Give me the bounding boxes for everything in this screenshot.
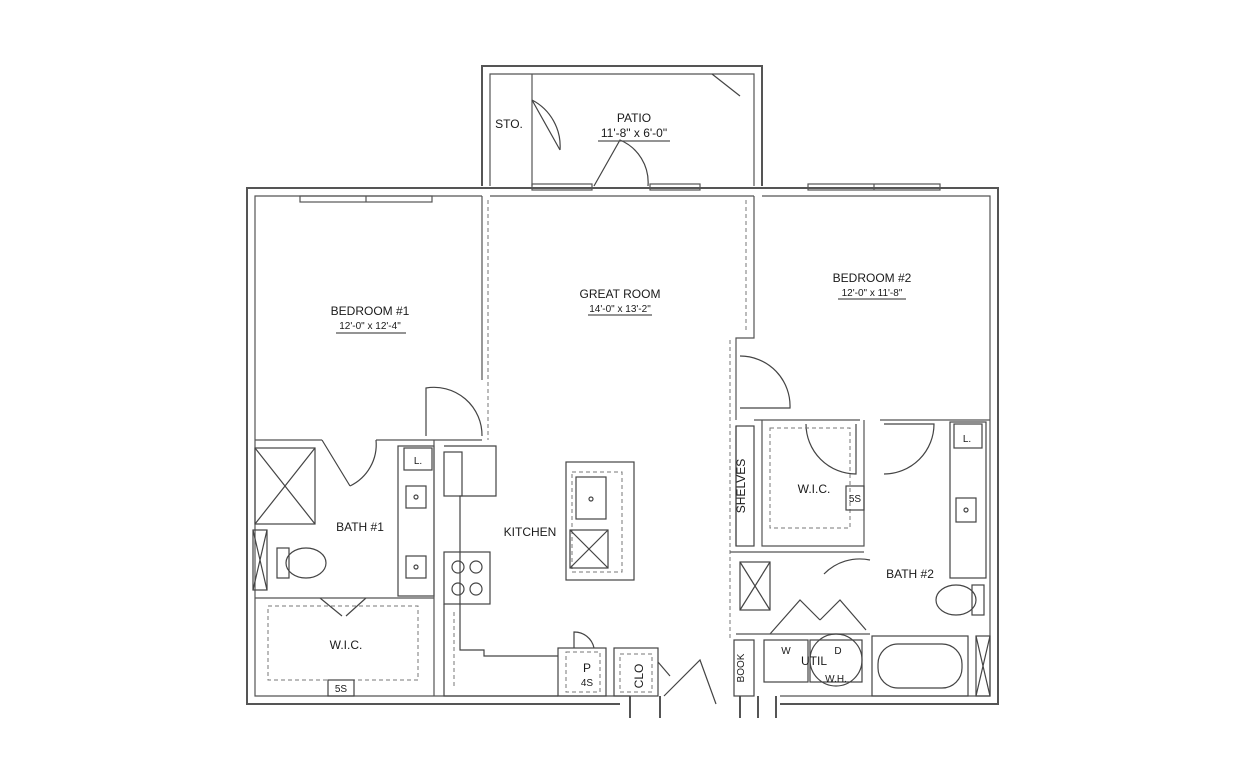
- bedroom-2: BEDROOM #2 12'-0" x 11'-8": [754, 271, 990, 475]
- bedroom-1-label: BEDROOM #1: [331, 304, 410, 318]
- linen-2-tag: L.: [963, 434, 971, 445]
- bookcase-label: BOOK: [736, 653, 747, 682]
- pantry-and-closet: P 4S CLO: [557, 631, 717, 705]
- wic-2: W.I.C. 5S: [761, 420, 865, 547]
- patio-label: PATIO: [617, 111, 651, 125]
- utility-label: UTIL: [801, 654, 827, 668]
- patio: PATIO 11'-8" x 6'-0" STO.: [495, 73, 741, 187]
- bedroom-2-dimensions: 12'-0" x 11'-8": [842, 288, 903, 299]
- exterior-walls: [246, 65, 999, 718]
- bath-1-label: BATH #1: [336, 520, 384, 534]
- wic-1: W.I.C. 5S: [255, 440, 435, 697]
- shelves-label: SHELVES: [734, 459, 748, 513]
- bedroom-1: BEDROOM #1 12'-0" x 12'-4": [255, 196, 489, 487]
- pantry-label: P: [583, 661, 591, 675]
- bath-1: L. BATH #1: [252, 445, 435, 617]
- pantry-shelf-tag: 4S: [581, 678, 594, 689]
- washer-tag: W: [781, 646, 791, 657]
- wic-2-label: W.I.C.: [798, 482, 831, 496]
- shelves: SHELVES: [729, 340, 755, 640]
- great-room: GREAT ROOM 14'-0" x 13'-2": [580, 196, 791, 420]
- great-room-label: GREAT ROOM: [580, 287, 661, 301]
- wic-1-label: W.I.C.: [330, 638, 363, 652]
- bath-2-label: BATH #2: [886, 567, 934, 581]
- windows: [299, 183, 941, 203]
- wic-1-shelf-tag: 5S: [335, 684, 348, 695]
- storage-label: STO.: [495, 117, 523, 131]
- kitchen-label: KITCHEN: [504, 525, 557, 539]
- bedroom-2-label: BEDROOM #2: [833, 271, 912, 285]
- closet-label: CLO: [632, 664, 646, 689]
- wic-2-shelf-tag: 5S: [849, 494, 862, 505]
- water-heater-tag: W.H.: [825, 674, 847, 685]
- great-room-dimensions: 14'-0" x 13'-2": [589, 304, 651, 315]
- patio-dimensions: 11'-8" x 6'-0": [601, 126, 667, 140]
- bath-2: L. BATH #2: [730, 421, 991, 697]
- utility: W D UTIL W.H. BOOK: [733, 561, 870, 697]
- linen-1-tag: L.: [414, 456, 422, 467]
- kitchen: KITCHEN: [443, 445, 635, 697]
- dryer-tag: D: [834, 646, 841, 657]
- bedroom-1-dimensions: 12'-0" x 12'-4": [339, 321, 401, 332]
